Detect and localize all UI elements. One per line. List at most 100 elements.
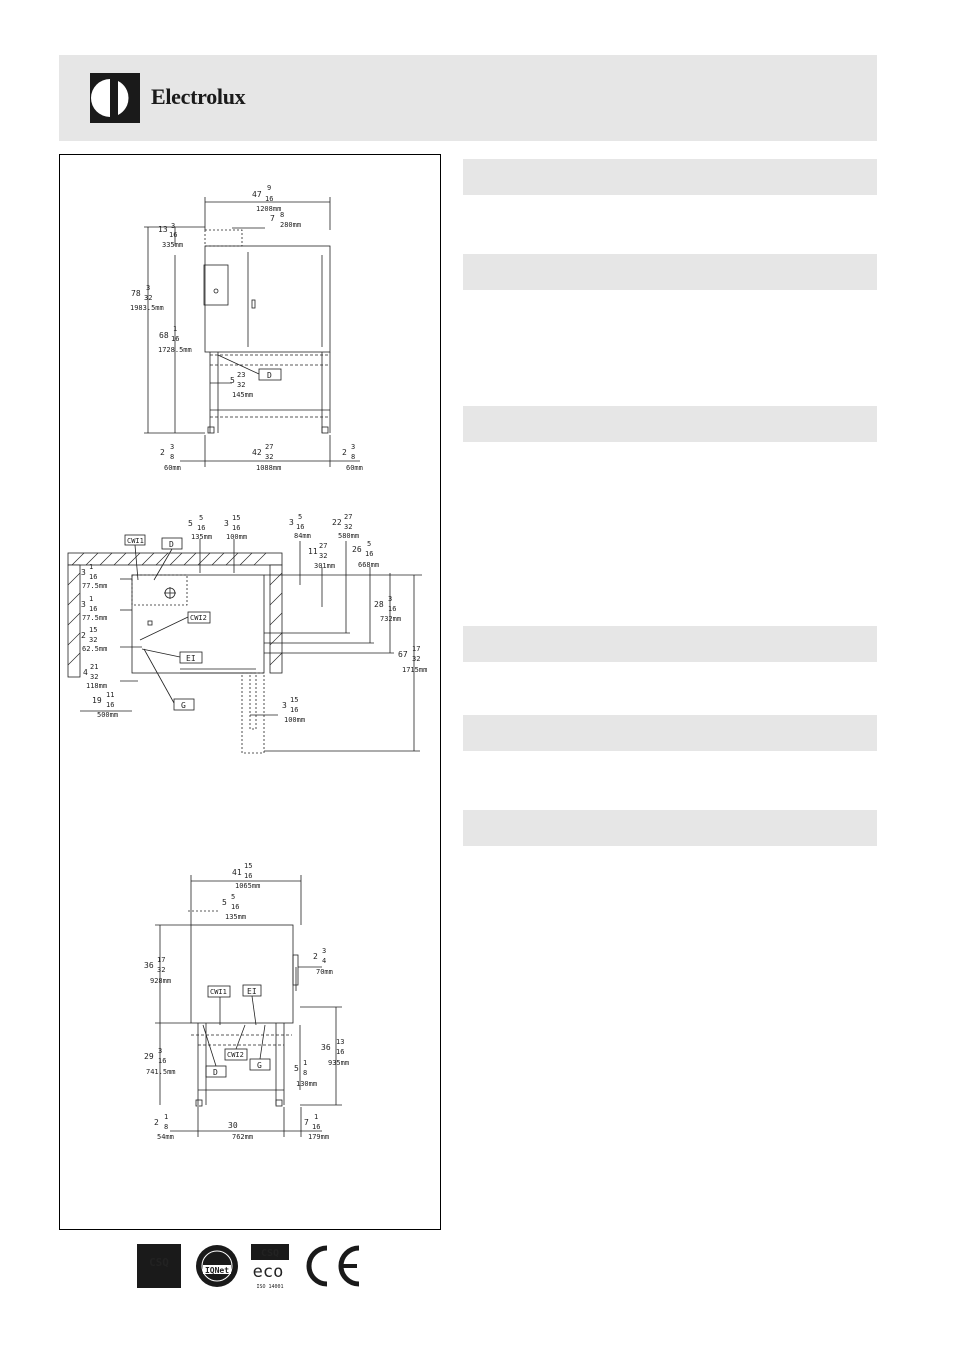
top-i-int: 3 <box>81 568 86 577</box>
front-totalh-den: 32 <box>144 294 152 302</box>
side-rightoff-num: 3 <box>322 947 326 955</box>
side-feetspan-mm: 762mm <box>232 1133 253 1141</box>
side-rightoff-mm: 70mm <box>316 968 333 976</box>
front-topoff-num: 8 <box>280 211 284 219</box>
front-width-mm: 1208mm <box>256 205 281 213</box>
svg-text:IQNet: IQNet <box>205 1266 229 1275</box>
top-b-mm: 100mm <box>226 533 247 541</box>
side-label-ei: EI <box>247 987 257 996</box>
side-lowoff-den: 8 <box>303 1069 307 1077</box>
top-j-num: 1 <box>89 595 93 603</box>
brand-name: Electrolux <box>151 84 246 109</box>
top-d-den: 32 <box>344 523 352 531</box>
top-g-num: 3 <box>388 595 392 603</box>
top-h-num: 17 <box>412 645 420 653</box>
top-j-den: 16 <box>89 605 97 613</box>
top-i-num: 1 <box>89 563 93 571</box>
side-topoff-int: 5 <box>222 898 227 907</box>
front-feetspan-den: 32 <box>265 453 273 461</box>
front-feetspan-int: 42 <box>252 448 262 457</box>
top-c-int: 3 <box>289 518 294 527</box>
top-m-mm: 500mm <box>97 711 118 719</box>
side-topoff-den: 16 <box>231 903 239 911</box>
front-drain-mm: 145mm <box>232 391 253 399</box>
side-lowerh-num: 3 <box>158 1047 162 1055</box>
side-topoff-num: 5 <box>231 893 235 901</box>
top-h-int: 67 <box>398 650 408 659</box>
side-feetl-mm: 54mm <box>157 1133 174 1141</box>
front-midh-int: 68 <box>159 331 169 340</box>
front-toph-num: 3 <box>171 222 175 230</box>
side-righth-num: 13 <box>336 1038 344 1046</box>
top-l-int: 4 <box>83 668 88 677</box>
front-drain-num: 23 <box>237 371 245 379</box>
top-i-den: 16 <box>89 573 97 581</box>
top-label-cwi1: CWI1 <box>127 537 144 545</box>
front-midh-num: 1 <box>173 325 177 333</box>
top-k-int: 2 <box>81 631 86 640</box>
side-upperh-num: 17 <box>157 956 165 964</box>
front-feetspan-num: 27 <box>265 443 273 451</box>
top-a-int: 5 <box>188 519 193 528</box>
front-width-int: 47 <box>252 190 262 199</box>
front-drain-int: 5 <box>230 376 235 385</box>
side-width-mm: 1065mm <box>235 882 260 890</box>
csq-logo: CSQ <box>137 1244 181 1288</box>
header-bar: Electrolux <box>59 55 877 141</box>
side-feetr-int: 7 <box>304 1118 309 1127</box>
svg-text:CSQ: CSQ <box>261 1248 279 1259</box>
front-feetspan-mm: 1088mm <box>256 464 281 472</box>
front-view-drawing: 47 9 16 1208mm 7 8 280mm <box>130 184 363 472</box>
top-l-den: 32 <box>90 673 98 681</box>
ce-mark: CE <box>306 1245 360 1287</box>
side-topoff-mm: 135mm <box>225 913 246 921</box>
side-label-d: D <box>213 1068 218 1077</box>
top-label-g: G <box>181 701 186 710</box>
top-c-num: 5 <box>298 513 302 521</box>
front-feetl-num: 3 <box>170 443 174 451</box>
side-rightoff-int: 2 <box>313 952 318 961</box>
top-f-int: 26 <box>352 545 362 554</box>
top-e-den: 32 <box>319 552 327 560</box>
svg-text:CSQ: CSQ <box>149 1256 169 1269</box>
top-m-den: 16 <box>106 701 114 709</box>
top-k-num: 15 <box>89 626 97 634</box>
front-feetr-mm: 60mm <box>346 464 363 472</box>
svg-text:ISO 14001: ISO 14001 <box>256 1284 283 1290</box>
front-midh-mm: 1728.5mm <box>158 346 192 354</box>
side-rightoff-den: 4 <box>322 957 326 965</box>
front-toph-mm: 335mm <box>162 241 183 249</box>
top-label-cwi2: CWI2 <box>190 614 207 622</box>
front-toph-den: 16 <box>169 231 177 239</box>
side-feetspan-int: 30 <box>228 1121 238 1130</box>
side-upperh-mm: 928mm <box>150 977 171 985</box>
side-width-den: 16 <box>244 872 252 880</box>
dimension-drawings: 47 9 16 1208mm 7 8 280mm <box>59 154 441 1230</box>
front-totalh-num: 3 <box>146 284 150 292</box>
top-c-den: 16 <box>296 523 304 531</box>
electrolux-logo-icon <box>90 73 140 123</box>
top-n-num: 15 <box>290 696 298 704</box>
front-totalh-int: 78 <box>131 289 141 298</box>
top-i-mm: 77.5mm <box>82 582 107 590</box>
top-a-mm: 135mm <box>191 533 212 541</box>
top-n-mm: 100mm <box>284 716 305 724</box>
top-b-den: 16 <box>232 524 240 532</box>
section-bar-4 <box>463 626 877 662</box>
side-righth-den: 16 <box>336 1048 344 1056</box>
front-feetr-int: 2 <box>342 448 347 457</box>
top-h-den: 32 <box>412 655 420 663</box>
certification-logos: CSQ IQNet CSQ eco ISO 14001 CE <box>137 1244 367 1290</box>
top-view-drawing: CWI1 D CWI2 EI G <box>67 513 427 754</box>
top-label-ei: EI <box>186 654 196 663</box>
top-b-num: 15 <box>232 514 240 522</box>
csq-eco-logo: CSQ eco ISO 14001 <box>251 1244 289 1290</box>
front-drain-den: 32 <box>237 381 245 389</box>
side-feetr-num: 1 <box>314 1113 318 1121</box>
front-feetr-den: 8 <box>351 453 355 461</box>
front-midh-den: 16 <box>171 335 179 343</box>
top-f-num: 5 <box>367 540 371 548</box>
top-n-den: 16 <box>290 706 298 714</box>
front-label-d: D <box>267 371 272 380</box>
top-m-int: 19 <box>92 696 102 705</box>
